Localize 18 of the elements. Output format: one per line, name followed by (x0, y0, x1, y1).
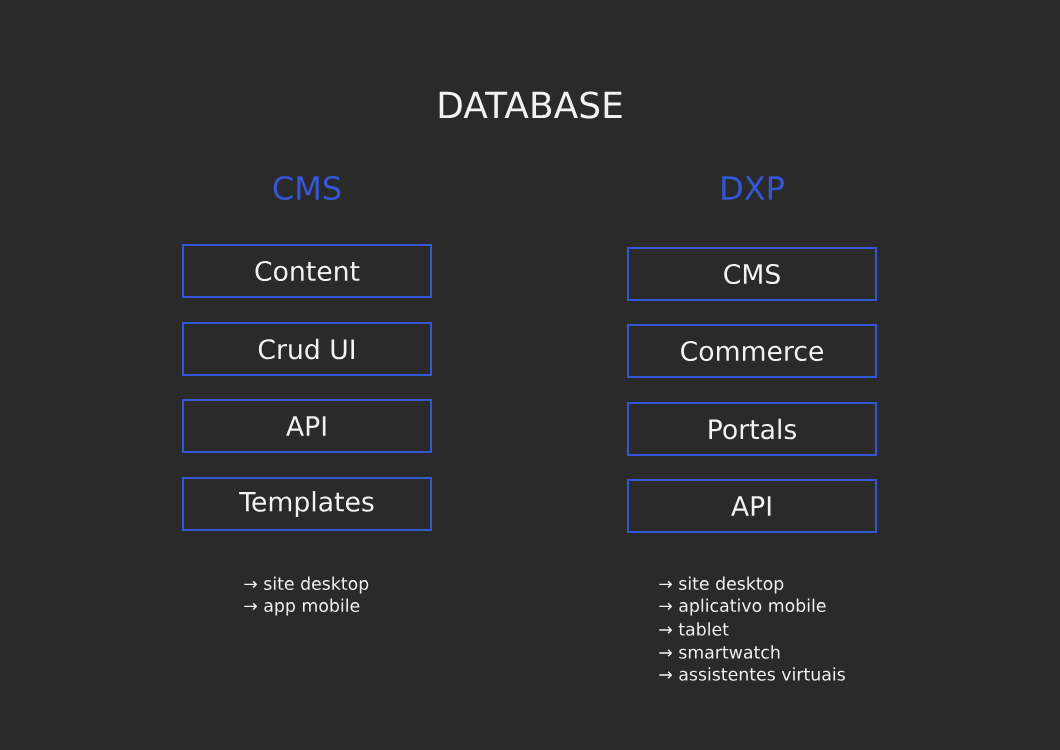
list-item: → tablet (659, 622, 729, 636)
box: API (627, 479, 877, 533)
box: Crud UI (182, 322, 432, 376)
list-item: → site desktop (659, 576, 784, 594)
box: Content (182, 244, 432, 298)
list-item: → app mobile (244, 598, 360, 616)
title: DATABASE (439, 91, 622, 119)
box: Commerce (627, 324, 877, 378)
list-item: → smartwatch (659, 645, 780, 659)
heading: DXP (722, 176, 784, 200)
box: Portals (627, 402, 877, 456)
list-item: → assistentes virtuais (659, 667, 845, 681)
list-item: → site desktop (244, 576, 369, 594)
box: API (182, 399, 432, 453)
list-item: → aplicativo mobile (659, 598, 826, 616)
box: CMS (627, 247, 877, 301)
box: Templates (182, 477, 432, 531)
heading: CMS (273, 175, 341, 201)
